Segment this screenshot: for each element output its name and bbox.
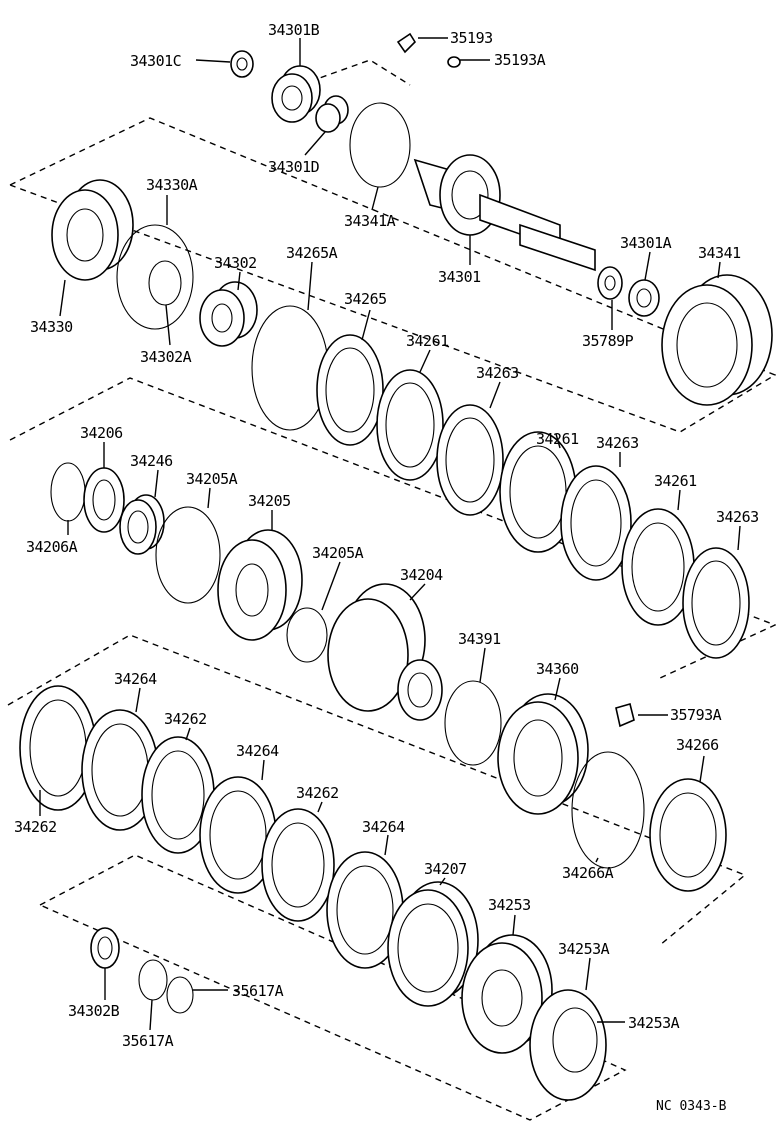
- label-34330A: 34330A: [146, 176, 198, 194]
- label-34263-3: 34263: [716, 508, 759, 526]
- part-34301B: [271, 65, 321, 123]
- label-34261-1: 34261: [406, 332, 449, 350]
- part-34204: [327, 583, 443, 721]
- label-34301: 34301: [438, 268, 481, 286]
- part-34266: [649, 778, 727, 892]
- label-34301B: 34301B: [268, 21, 320, 39]
- group-outline-lower: [7, 634, 747, 946]
- part-34206: [83, 467, 125, 533]
- leader-lines: [39, 37, 741, 1031]
- part-34261-1: [376, 369, 444, 481]
- label-34341A: 34341A: [344, 212, 396, 230]
- label-34302B: 34302B: [68, 1002, 120, 1020]
- part-34246: [119, 494, 165, 555]
- part-34205A-1: [155, 506, 221, 604]
- part-34301A: [628, 279, 660, 317]
- part-34302B: [90, 927, 120, 969]
- label-34262-1: 34262: [164, 710, 207, 728]
- part-34262-3: [261, 808, 335, 922]
- label-34261-3: 34261: [654, 472, 697, 490]
- part-35789P: [597, 266, 623, 300]
- group-outline-middle: [9, 377, 776, 679]
- label-34391: 34391: [458, 630, 501, 648]
- part-34265A: [251, 305, 329, 431]
- label-34265: 34265: [344, 290, 387, 308]
- label-34263-1: 34263: [476, 364, 519, 382]
- part-34360: [497, 693, 589, 815]
- label-34264-1: 34264: [114, 670, 157, 688]
- part-34207: [387, 881, 479, 1007]
- label-35193A: 35193A: [494, 51, 546, 69]
- part-34263-1: [436, 404, 504, 516]
- part-34330: [51, 179, 134, 281]
- part-34205: [217, 529, 303, 641]
- part-35793A: [615, 703, 635, 728]
- part-34264-1: [81, 709, 159, 831]
- diagram-code: NC 0343-B: [656, 1099, 727, 1114]
- label-34207: 34207: [424, 860, 467, 878]
- group-outlines: [7, 59, 776, 1121]
- label-34264-2: 34264: [236, 742, 279, 760]
- part-34253: [461, 934, 553, 1054]
- part-labels: 34301C 34301B 35193 35193A 34301D 34330A…: [14, 21, 759, 1114]
- part-34301: [413, 154, 596, 272]
- label-34262-2: 34262: [296, 784, 339, 802]
- parts: [19, 32, 773, 1101]
- group-outline-top: [9, 117, 776, 433]
- label-34301A: 34301A: [620, 234, 672, 252]
- label-34360: 34360: [536, 660, 579, 678]
- part-34266A: [571, 751, 645, 869]
- label-34262-3: 34262: [14, 818, 57, 836]
- part-35193: [396, 32, 417, 54]
- label-34206A: 34206A: [26, 538, 78, 556]
- label-34205A-1: 34205A: [186, 470, 238, 488]
- part-34301D: [315, 95, 349, 133]
- part-34253A: [529, 989, 607, 1101]
- label-34206: 34206: [80, 424, 123, 442]
- label-34261-2: 34261: [536, 430, 579, 448]
- label-35617A-1: 35617A: [232, 982, 284, 1000]
- label-34253A-1: 34253A: [558, 940, 610, 958]
- part-34341A: [349, 102, 411, 188]
- part-34262-2: [141, 736, 215, 854]
- label-34301C: 34301C: [130, 52, 181, 70]
- label-34204: 34204: [400, 566, 443, 584]
- part-34330A: [116, 224, 194, 330]
- label-34302: 34302: [214, 254, 257, 272]
- part-34263-3: [682, 547, 750, 659]
- label-34341: 34341: [698, 244, 741, 262]
- label-34301D: 34301D: [268, 158, 320, 176]
- label-35617A-2: 35617A: [122, 1032, 174, 1050]
- part-34302: [199, 281, 258, 347]
- label-34330: 34330: [30, 318, 73, 336]
- part-34264-2: [199, 776, 277, 894]
- label-34266: 34266: [676, 736, 719, 754]
- part-34265: [316, 334, 384, 446]
- label-34264-3: 34264: [362, 818, 405, 836]
- label-35193: 35193: [450, 29, 493, 47]
- label-34253A-2: 34253A: [628, 1014, 680, 1032]
- label-34302A: 34302A: [140, 348, 192, 366]
- part-34341: [661, 274, 773, 406]
- label-34263-2: 34263: [596, 434, 639, 452]
- label-34265A: 34265A: [286, 244, 338, 262]
- part-34206A: [50, 462, 86, 522]
- label-35793A: 35793A: [670, 706, 722, 724]
- part-34391: [444, 680, 502, 766]
- part-34205A-2: [286, 607, 328, 663]
- part-35193A: [447, 56, 461, 68]
- group-outline-bottom: [39, 854, 627, 1121]
- label-34246: 34246: [130, 452, 173, 470]
- label-34205: 34205: [248, 492, 291, 510]
- part-35617A: [138, 959, 194, 1014]
- label-34266A: 34266A: [562, 864, 614, 882]
- part-34301C: [230, 50, 254, 78]
- label-34205A-2: 34205A: [312, 544, 364, 562]
- label-35789P: 35789P: [582, 332, 634, 350]
- part-34302A: [148, 260, 182, 306]
- label-34253: 34253: [488, 896, 531, 914]
- part-34263-2: [560, 465, 632, 581]
